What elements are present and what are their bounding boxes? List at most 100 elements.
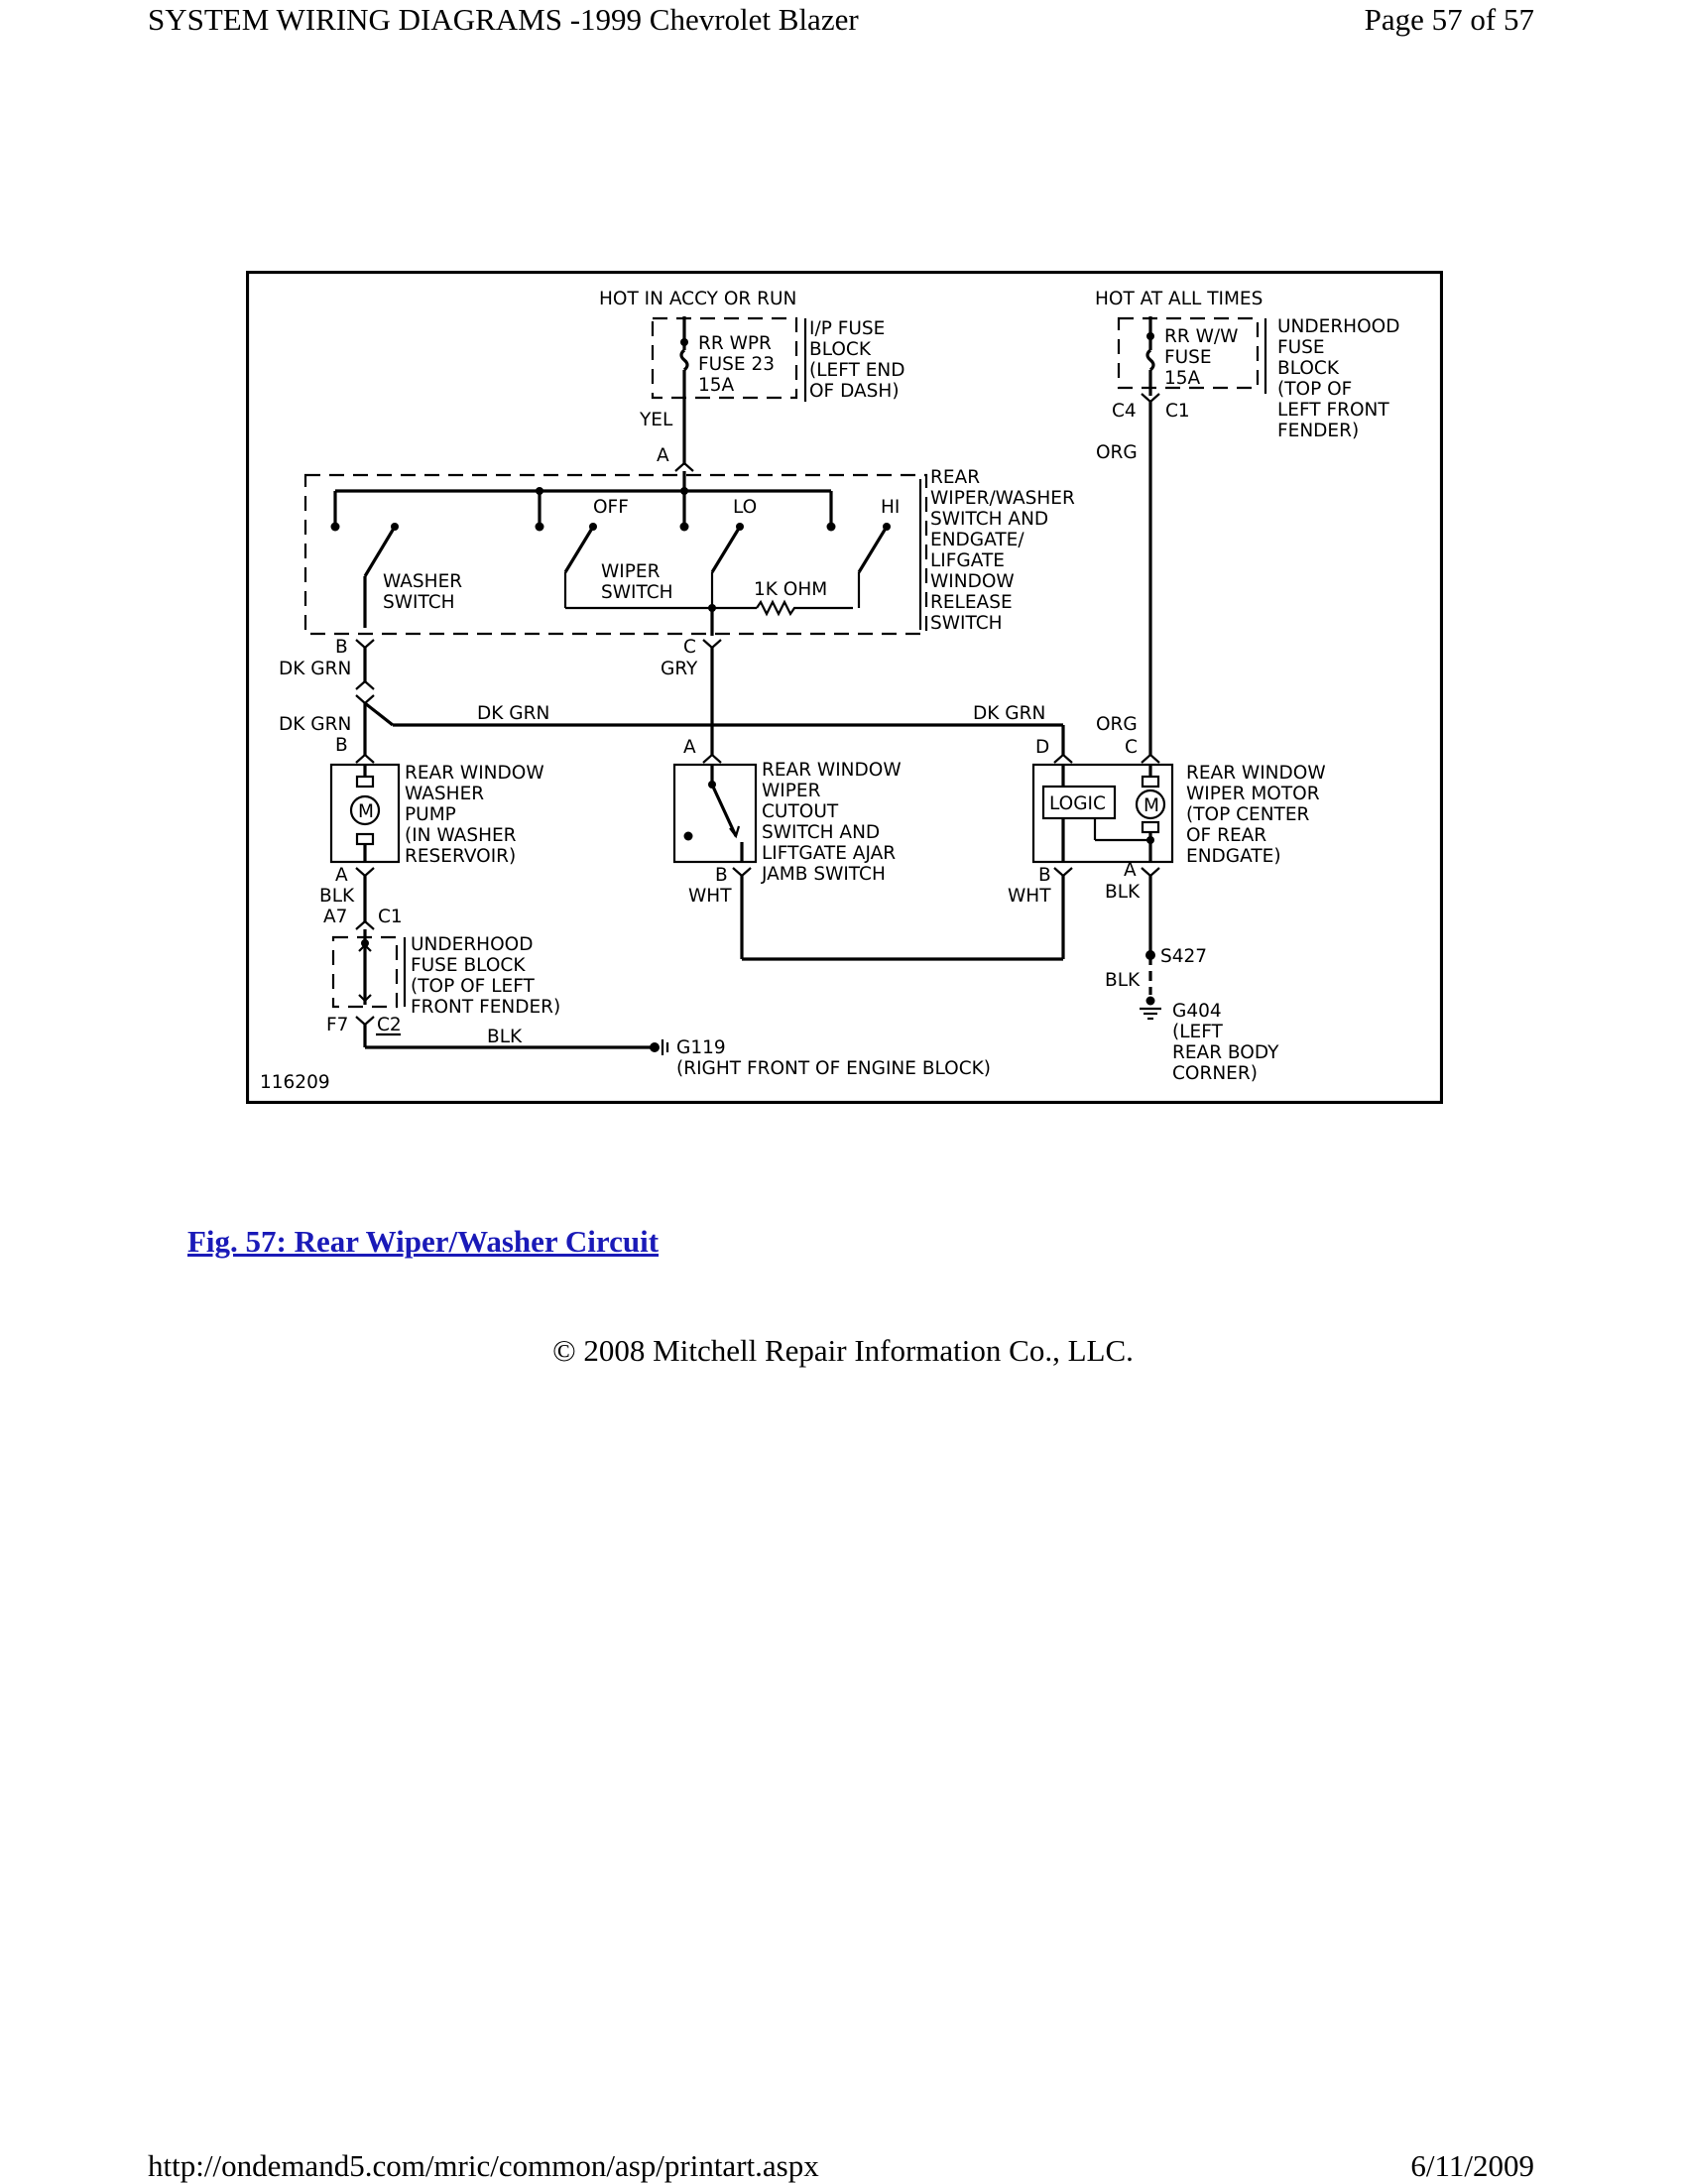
fuse-right-line-2: FUSE	[1164, 347, 1212, 368]
wiper-switch-blade-off	[563, 526, 595, 573]
connector-b-pump	[355, 753, 375, 764]
fuse-right-line-3: 15A	[1164, 368, 1201, 389]
ip-fuse-block-line-3: (LEFT END	[809, 360, 904, 381]
wire-label-yel: YEL	[639, 410, 673, 430]
cutout-switch-blade	[710, 784, 738, 837]
pin-label-b-pump: B	[335, 735, 348, 756]
pin-label-b-switch: B	[335, 637, 348, 658]
wire-label-wht-cutout: WHT	[688, 886, 732, 907]
pin-label-a7: A7	[323, 907, 347, 927]
logic-label: LOGIC	[1049, 793, 1106, 814]
pin-label-a-top: A	[657, 445, 669, 466]
wiring-diagram: HOT IN ACCY OR RUN HOT AT ALL TIMES RR W…	[246, 271, 1443, 1104]
ip-fuse-block-line-1: I/P FUSE	[809, 318, 885, 339]
pin-label-a-motor: A	[1124, 860, 1137, 881]
switch-position-lo: LO	[733, 497, 757, 518]
cutout-switch-line-2: WIPER	[762, 781, 821, 801]
cutout-switch-line-6: JAMB SWITCH	[761, 864, 886, 885]
pin-label-b-motor: B	[1038, 865, 1051, 886]
washer-pump-line-4: (IN WASHER	[405, 825, 517, 846]
pin-label-b-cutout: B	[715, 865, 728, 886]
wire-label-gry: GRY	[661, 659, 698, 679]
pin-label-d-motor: D	[1035, 737, 1049, 758]
wire-label-blk-pump: BLK	[319, 886, 355, 907]
switch-assembly-line-2: WIPER/WASHER	[930, 488, 1075, 509]
wire-label-dkgrn-4: DK GRN	[279, 714, 351, 735]
wiper-motor-icon	[1135, 789, 1166, 820]
wiper-motor-line-3: (TOP CENTER	[1186, 804, 1310, 825]
underhood-block-right-line-1: UNDERHOOD	[1277, 316, 1399, 337]
ground-g404-line-1: G404	[1172, 1001, 1222, 1022]
wiper-motor-line-5: ENDGATE)	[1186, 846, 1281, 867]
power-label-hot-all-times: HOT AT ALL TIMES	[1095, 289, 1263, 309]
fuse-rr-ww: RR W/W FUSE 15A	[1117, 316, 1260, 404]
pin-label-c-switch: C	[683, 637, 696, 658]
wiper-motor-line-4: OF REAR	[1186, 825, 1266, 846]
diagram-frame	[246, 271, 1443, 1104]
ground-g119-label: G119	[676, 1037, 726, 1058]
footer-date: 6/11/2009	[1410, 2148, 1534, 2183]
splice-s427-label: S427	[1160, 946, 1207, 967]
washer-switch-label-1: WASHER	[383, 571, 462, 592]
wiper-motor-box	[1031, 763, 1174, 864]
copyright-notice: © 2008 Mitchell Repair Information Co., …	[552, 1333, 1134, 1368]
page-header-title: SYSTEM WIRING DIAGRAMS -1999 Chevrolet B…	[148, 2, 859, 37]
connector-b-switch	[355, 639, 375, 650]
connector-a-pump	[355, 867, 375, 878]
connector-a-cutout	[702, 753, 722, 764]
underhood-block-bottom-line-1: UNDERHOOD	[411, 934, 533, 955]
connector-dkgrn-inline-bottom	[355, 694, 375, 705]
pin-label-f7: F7	[326, 1015, 348, 1035]
switch-assembly-line-7: RELEASE	[930, 592, 1013, 613]
switch-assembly-line-8: SWITCH	[930, 613, 1003, 634]
logic-module	[1041, 785, 1117, 820]
connector-a-motor	[1141, 867, 1160, 878]
figure-caption-link[interactable]: Fig. 57: Rear Wiper/Washer Circuit	[187, 1224, 660, 1259]
cutout-switch-box	[672, 763, 758, 864]
underhood-block-right-line-4: (TOP OF	[1277, 379, 1352, 400]
washer-pump-line-3: PUMP	[405, 804, 456, 825]
pin-label-c-motor: C	[1125, 737, 1138, 758]
fuse-left-line-2: FUSE 23	[698, 354, 775, 375]
wiper-switch-blade-hi	[857, 526, 889, 573]
ground-g404-line-3: REAR BODY	[1172, 1042, 1279, 1063]
washer-pump-line-2: WASHER	[405, 784, 484, 804]
pin-label-c1-top: C1	[1165, 401, 1190, 422]
wiper-switch-label-1: WIPER	[601, 561, 661, 582]
connector-c-motor	[1141, 753, 1160, 764]
washer-switch-label-2: SWITCH	[383, 592, 455, 613]
power-label-accy-run: HOT IN ACCY OR RUN	[599, 289, 796, 309]
cutout-switch-line-4: SWITCH AND	[762, 822, 880, 843]
wire-label-blk-g404: BLK	[1105, 970, 1141, 991]
pin-label-a-pump: A	[335, 865, 348, 886]
underhood-block-bottom-line-4: FRONT FENDER)	[411, 997, 560, 1018]
page-number: Page 57 of 57	[1364, 2, 1534, 37]
wire-label-dkgrn-1: DK GRN	[279, 659, 351, 679]
resistor-label: 1K OHM	[754, 579, 827, 600]
fuse-left-line-1: RR WPR	[698, 333, 772, 354]
washer-pump-motor-icon	[349, 794, 381, 826]
figure-id-number: 116209	[260, 1072, 330, 1093]
fuse-rr-wpr: RR WPR FUSE 23 15A	[651, 316, 798, 465]
washer-pump-line-5: RESERVOIR)	[405, 846, 516, 867]
ip-fuse-block-line-4: OF DASH)	[809, 381, 900, 402]
fuse-left-line-3: 15A	[698, 375, 735, 396]
cutout-switch-line-1: REAR WINDOW	[762, 760, 902, 781]
wire-label-dkgrn-2: DK GRN	[477, 703, 549, 724]
connector-b-motor	[1053, 867, 1073, 878]
pin-label-c4: C4	[1112, 401, 1137, 422]
fuse-right-line-1: RR W/W	[1164, 326, 1238, 347]
cutout-switch-line-5: LIFTGATE AJAR	[762, 843, 896, 864]
switch-assembly-line-6: WINDOW	[930, 571, 1015, 592]
footer-url: http://ondemand5.com/mric/common/asp/pri…	[148, 2148, 819, 2183]
connector-c-switch	[702, 639, 722, 650]
pin-label-c2: C2	[377, 1015, 402, 1035]
cutout-switch-line-3: CUTOUT	[762, 801, 839, 822]
switch-assembly-box	[303, 473, 928, 636]
connector-dkgrn-inline-top	[355, 679, 375, 690]
underhood-block-right-line-2: FUSE	[1277, 337, 1325, 358]
underhood-block-right-line-5: LEFT FRONT	[1277, 400, 1389, 421]
washer-switch-blade	[363, 526, 397, 577]
switch-position-hi: HI	[881, 497, 900, 518]
wire-label-org-top: ORG	[1096, 442, 1138, 463]
